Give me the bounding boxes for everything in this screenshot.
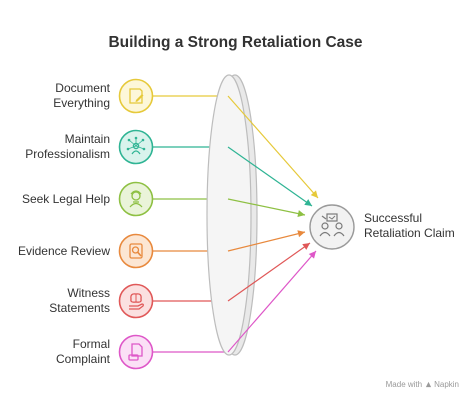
team-meeting-icon: [309, 204, 355, 250]
factor-label-5-line-1: Witness: [67, 286, 110, 300]
factor-icons: [118, 78, 154, 370]
napkin-logo-icon: [425, 381, 432, 388]
arrow-head-6: [308, 251, 316, 259]
arrow-head-4: [297, 230, 305, 238]
arrow-head-2: [304, 199, 312, 206]
factor-label-4-line-1: Evidence Review: [17, 244, 110, 258]
napkin-credit: Made with Napkin: [386, 380, 459, 389]
connector-line-6-outgoing: [227, 250, 317, 353]
diagram-title: Building a Strong Retaliation Case: [108, 34, 363, 51]
factor-label-1-line-1: Document: [55, 81, 110, 95]
factor-label-6-line-1: Formal: [72, 337, 110, 351]
factor-label-3-line-1: Seek Legal Help: [21, 192, 110, 206]
brain-hand-icon: [118, 283, 154, 319]
arrow-head-5: [302, 243, 310, 250]
outcome-label: Successful Retaliation Claim: [364, 211, 455, 241]
connector-lines-front: [227, 95, 319, 353]
complaint-document-icon: [118, 334, 154, 370]
arrow-heads: [297, 190, 318, 259]
factor-label-1-line-2: Everything: [53, 96, 110, 110]
credit-prefix: Made with: [385, 380, 423, 389]
arrow-head-3: [297, 210, 305, 218]
connector-lines: [152, 95, 228, 353]
factor-label-2-line-2: Professionalism: [25, 147, 110, 161]
lens-shape: [206, 74, 258, 356]
arrow-head-1: [310, 190, 318, 198]
lawyer-icon: [118, 181, 154, 217]
connector-line-1-outgoing: [227, 95, 319, 199]
factor-label-5-line-2: Statements: [49, 301, 110, 315]
factor-label-2-line-1: Maintain: [64, 132, 110, 146]
outcome-icon-group: [309, 204, 355, 250]
connector-line-3-outgoing: [227, 198, 306, 216]
connector-line-2-outgoing: [227, 146, 313, 207]
network-person-icon: [118, 129, 154, 165]
outcome-label-line-2: Retaliation Claim: [364, 226, 455, 240]
magnifier-person-icon: [118, 233, 154, 269]
connector-line-4-outgoing: [227, 231, 306, 252]
connector-line-5-outgoing: [227, 242, 311, 302]
document-pencil-icon: [118, 78, 154, 114]
credit-brand: Napkin: [434, 380, 459, 389]
outcome-label-line-1: Successful: [364, 211, 423, 225]
factor-label-6-line-2: Complaint: [55, 352, 110, 366]
